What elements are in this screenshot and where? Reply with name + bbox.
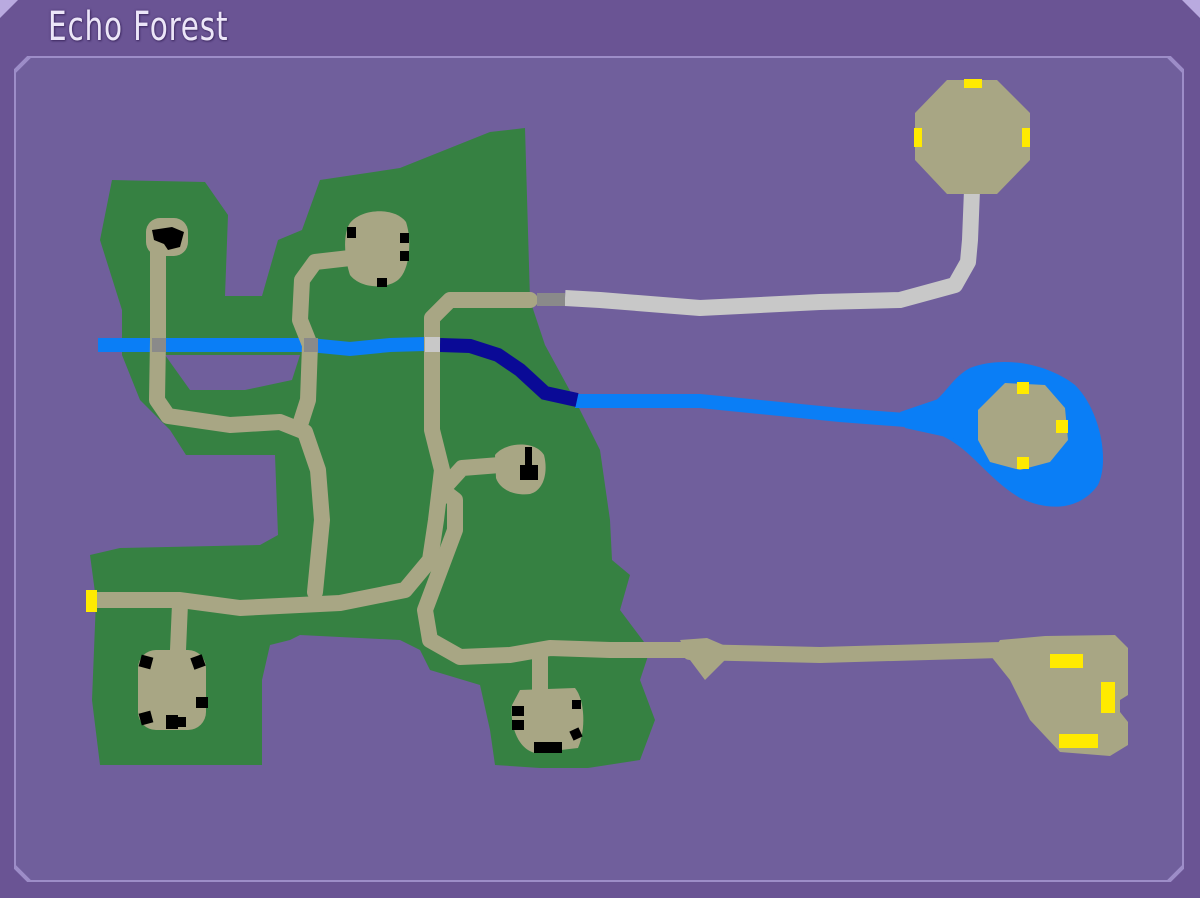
frame-corner-top-left	[0, 0, 18, 18]
exit-marker[interactable]	[1017, 457, 1029, 469]
building-icon	[400, 251, 409, 261]
building-icon	[572, 700, 581, 709]
clearing-northwest[interactable]	[146, 218, 188, 256]
deep-water-channel	[439, 338, 579, 407]
bridge-stone	[425, 337, 440, 352]
building-icon	[512, 706, 524, 716]
building-icon	[166, 715, 178, 729]
exit-marker[interactable]	[914, 128, 922, 147]
building-icon	[138, 710, 154, 726]
southeast-field[interactable]	[990, 635, 1128, 756]
map-panel	[14, 56, 1184, 882]
clearing-north[interactable]	[345, 211, 410, 287]
bridge-west	[152, 338, 166, 352]
building-icon	[569, 727, 583, 741]
building-icon	[176, 717, 186, 727]
exit-marker[interactable]	[964, 79, 982, 88]
stone-road	[564, 189, 980, 316]
building-icon	[534, 742, 562, 753]
exit-marker[interactable]	[1059, 734, 1098, 748]
clearing-south[interactable]	[511, 688, 584, 753]
building-icon	[138, 654, 154, 670]
frame-corner-top-right	[1182, 0, 1200, 18]
exit-marker[interactable]	[1101, 682, 1115, 713]
west-exit-marker[interactable]	[86, 590, 97, 612]
stone-road-gate	[537, 293, 565, 306]
exit-marker[interactable]	[1022, 128, 1030, 147]
clearing-east[interactable]	[495, 444, 546, 495]
building-icon	[196, 697, 208, 708]
clearing-southwest[interactable]	[138, 650, 208, 730]
river-mouth	[900, 395, 960, 440]
building-icon	[347, 227, 356, 238]
map-title: Echo Forest	[48, 4, 229, 50]
building-icon	[400, 233, 409, 243]
building-icon	[512, 720, 524, 730]
exit-marker[interactable]	[1050, 654, 1083, 668]
northeast-plaza[interactable]	[914, 79, 1030, 194]
exit-marker[interactable]	[1017, 382, 1029, 394]
building-icon	[152, 227, 184, 250]
building-icon	[520, 447, 538, 480]
building-icon	[190, 654, 206, 670]
river-west	[98, 337, 426, 357]
inner-clearing-gap	[165, 355, 300, 390]
exit-marker[interactable]	[1056, 420, 1068, 433]
trail-bulge	[680, 638, 735, 680]
map-canvas	[14, 56, 1184, 882]
bridge-center	[304, 338, 318, 352]
building-icon	[377, 278, 387, 287]
lake-island[interactable]	[978, 382, 1068, 470]
